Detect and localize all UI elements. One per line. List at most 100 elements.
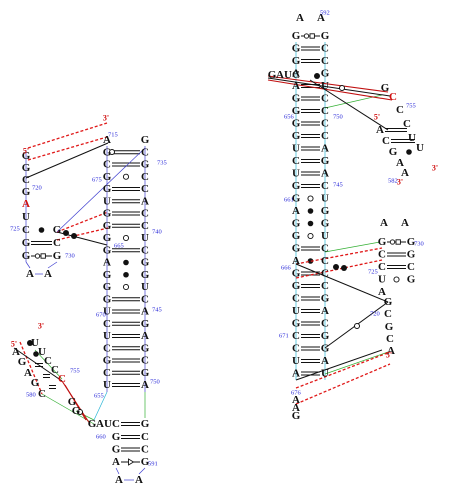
position-number: 675 — [92, 177, 102, 184]
position-number: 666 — [281, 265, 292, 272]
nucleotide: G — [112, 444, 121, 456]
nucleotide: U — [103, 195, 111, 207]
nucleotide: G — [53, 224, 62, 236]
nucleotide: U — [321, 193, 329, 205]
nucleotide: A — [396, 157, 404, 169]
position-number: 725 — [10, 226, 20, 233]
strand-end-label: 5' — [11, 340, 17, 349]
nucleotide: A — [292, 68, 300, 80]
position-number: 582 — [388, 178, 398, 185]
nucleotide: G — [321, 68, 330, 80]
nucleotide: G — [141, 456, 150, 468]
nucleotide: U — [321, 230, 329, 242]
nucleotide: C — [321, 280, 329, 292]
backbone-line — [138, 467, 146, 475]
nucleotide: U — [292, 168, 300, 180]
nucleotide: G — [141, 318, 150, 330]
nucleotide: U — [141, 281, 149, 293]
nucleotide: A — [103, 134, 111, 146]
nucleotide: A — [292, 80, 300, 92]
nucleotide: C — [112, 418, 120, 430]
nucleotide: A — [103, 257, 111, 269]
nucleotide: A — [387, 345, 395, 357]
wobble-pair-circle — [122, 234, 130, 242]
nucleotide: C — [378, 261, 386, 273]
nucleotide: G — [141, 257, 150, 269]
strand-end-label: 5' — [374, 113, 380, 122]
nucleotide: G — [141, 134, 150, 146]
nucleotide: C — [141, 293, 149, 305]
nucleotide: G — [321, 293, 330, 305]
nucleotide: U — [378, 274, 386, 286]
position-number: 591 — [148, 461, 158, 468]
position-number: 750 — [333, 114, 343, 121]
nucleotide: C — [22, 174, 30, 186]
nucleotide: G — [22, 250, 31, 262]
strand-end-label: 3' — [397, 178, 403, 187]
position-number: 740 — [152, 229, 162, 236]
interaction-circle — [354, 323, 360, 329]
nucleotide: A — [401, 217, 409, 229]
nucleotide: U — [321, 368, 329, 380]
nucleotide: G — [103, 269, 112, 281]
nucleotide: C — [321, 43, 329, 55]
position-number: 745 — [333, 182, 343, 189]
position-number: 745 — [152, 307, 162, 314]
nucleotide: C — [321, 55, 329, 67]
nucleotide: C — [384, 308, 392, 320]
nucleotide: A — [12, 346, 20, 358]
nucleotide: C — [378, 249, 386, 261]
position-number: 671 — [279, 333, 289, 340]
nucleotide: G — [381, 82, 390, 94]
noncanonical-pair-dot — [307, 258, 314, 264]
nucleotide: U — [292, 355, 300, 367]
position-number: 655 — [94, 393, 104, 400]
nucleotide: C — [389, 91, 397, 103]
noncanonical-pair-dot — [307, 220, 314, 227]
nucleotide: C — [292, 155, 300, 167]
position-number: 735 — [157, 160, 167, 167]
position-number: 660 — [96, 434, 106, 441]
nucleotide: G — [292, 118, 301, 130]
nucleotide: G — [292, 243, 301, 255]
nucleotide: C — [292, 343, 300, 355]
nucleotide: G — [407, 249, 416, 261]
position-number: 750 — [150, 379, 160, 386]
noncanonical-pair-dot — [33, 351, 39, 357]
nucleotide: G — [103, 293, 112, 305]
tertiary-interactions — [13, 73, 393, 425]
tertiary-interaction — [295, 247, 383, 265]
pair-circle — [389, 239, 396, 245]
strand-end-label: 5' — [23, 147, 29, 156]
nucleotide: A — [321, 168, 329, 180]
nucleotide: A — [22, 198, 30, 210]
nucleotide: A — [380, 217, 388, 229]
backbone-line — [324, 241, 381, 253]
nucleotide: G — [292, 280, 301, 292]
nucleotide: G — [321, 205, 330, 217]
tertiary-interaction — [295, 363, 391, 405]
nucleotide: C — [103, 159, 111, 171]
nucleotide: G — [292, 218, 301, 230]
position-number: 720 — [32, 185, 42, 192]
nucleotide: G — [385, 321, 394, 333]
nucleotide: G — [292, 93, 301, 105]
nucleotide: U — [31, 337, 39, 349]
tertiary-interaction — [27, 136, 108, 161]
nucleotide: U — [416, 142, 424, 154]
nucleotide: U — [321, 80, 329, 92]
wobble-pair-circle — [393, 276, 400, 283]
base-pairs — [31, 33, 415, 466]
position-number: 730 — [65, 253, 75, 260]
nucleotide: G — [72, 405, 81, 417]
nucleotide: C — [321, 243, 329, 255]
position-numbers: 7157207257307357407457507555805916556606… — [10, 10, 438, 468]
nucleotide: G — [22, 186, 31, 198]
nucleotide: C — [321, 118, 329, 130]
nucleotide: G — [88, 418, 97, 430]
backbone-line — [25, 261, 31, 269]
backbone-line — [93, 391, 108, 421]
nucleotide: G — [321, 330, 330, 342]
nucleotide: U — [292, 305, 300, 317]
